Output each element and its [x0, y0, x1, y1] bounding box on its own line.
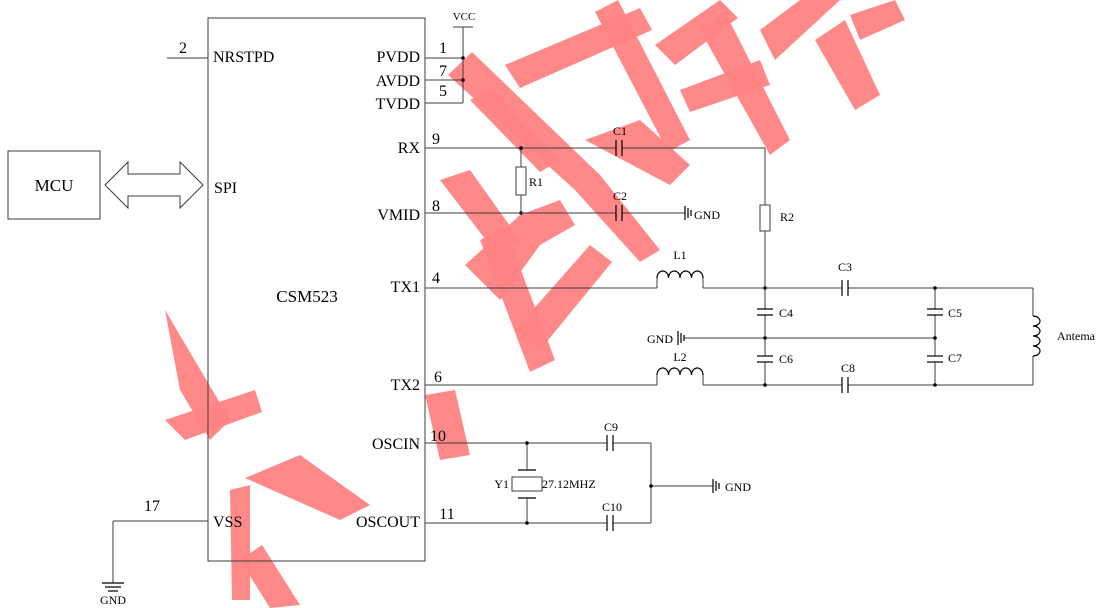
spi-bus-arrow: [104, 160, 204, 210]
chip-body: [207, 17, 426, 562]
pin-2-number: 2: [179, 40, 187, 57]
c9-capacitor: [606, 435, 614, 451]
tx-wiring: [425, 278, 1034, 387]
pin-nrstpd-label: NRSTPD: [213, 49, 274, 66]
pin-avdd-label: AVDD: [376, 73, 420, 90]
c1-capacitor: [615, 140, 623, 156]
c5-capacitor: [927, 308, 943, 316]
tx-gnd-label: GND: [647, 332, 673, 346]
y1-crystal: [511, 464, 543, 508]
c2-capacitor: [615, 205, 623, 221]
c4-label: C4: [779, 306, 793, 320]
l1-label: L1: [673, 248, 686, 262]
pin-tvdd-label: TVDD: [376, 96, 420, 113]
power-wiring: [425, 26, 473, 104]
y1-value: 27.12MHZ: [542, 477, 596, 491]
c9-label: C9: [604, 420, 618, 434]
pin-7-number: 7: [439, 63, 447, 80]
rx-vmid-wiring: [425, 146, 766, 288]
chip-name: CSM523: [276, 287, 337, 306]
pin-11-number: 11: [439, 506, 454, 523]
vss-gnd-label: GND: [100, 593, 126, 607]
l1-inductor: [656, 270, 704, 279]
watermark: [165, 0, 905, 608]
vss-ground-symbol: [102, 582, 124, 592]
c10-capacitor: [606, 515, 614, 531]
osc-wiring: [425, 441, 713, 525]
osc-gnd-label: GND: [725, 480, 751, 494]
pin-oscin-label: OSCIN: [372, 436, 420, 453]
r1-resistor: [515, 166, 527, 196]
pin-4-number: 4: [432, 270, 440, 287]
c4-capacitor: [757, 308, 773, 316]
mcu-block: [7, 150, 101, 220]
c8-label: C8: [841, 361, 855, 375]
c7-capacitor: [927, 355, 943, 363]
r1-label: R1: [529, 175, 543, 189]
c6-capacitor: [757, 355, 773, 363]
antenna-label: Antema: [1057, 329, 1096, 343]
mcu-label: MCU: [35, 176, 74, 195]
pin-tx2-label: TX2: [391, 377, 420, 394]
antenna-coil: [1032, 315, 1041, 357]
c1-label: C1: [613, 124, 627, 138]
pin-tx1-label: TX1: [391, 279, 420, 296]
c3-label: C3: [838, 260, 852, 274]
pin-17-number: 17: [144, 498, 160, 515]
c5-label: C5: [948, 306, 962, 320]
vmid-gnd-label: GND: [694, 208, 720, 222]
l2-label: L2: [673, 350, 686, 364]
pin-spi-label: SPI: [214, 180, 237, 197]
y1-label: Y1: [494, 477, 509, 491]
c7-label: C7: [948, 351, 962, 365]
pin-1-number: 1: [439, 40, 447, 57]
pin-8-number: 8: [432, 198, 440, 215]
c10-label: C10: [602, 500, 622, 514]
pin-5-number: 5: [439, 83, 447, 100]
pin-9-number: 9: [432, 131, 440, 148]
pin-vmid-label: VMID: [377, 207, 420, 224]
c3-capacitor: [841, 280, 849, 296]
pin-10-number: 10: [430, 428, 446, 445]
tx-gnd-symbol: [677, 331, 685, 345]
r2-label: R2: [780, 210, 794, 224]
pin-oscout-label: OSCOUT: [356, 514, 420, 531]
pin-vss-label: VSS: [213, 514, 242, 531]
vcc-label: VCC: [453, 11, 476, 23]
c2-label: C2: [613, 189, 627, 203]
vmid-gnd-symbol: [684, 206, 692, 220]
c6-label: C6: [779, 352, 793, 366]
osc-gnd-symbol: [712, 479, 720, 493]
pin-rx-label: RX: [398, 140, 421, 157]
pin-pvdd-label: PVDD: [376, 49, 420, 66]
pin-6-number: 6: [434, 369, 442, 386]
c8-capacitor: [841, 377, 849, 393]
r2-resistor: [759, 204, 771, 232]
l2-inductor: [656, 367, 704, 376]
